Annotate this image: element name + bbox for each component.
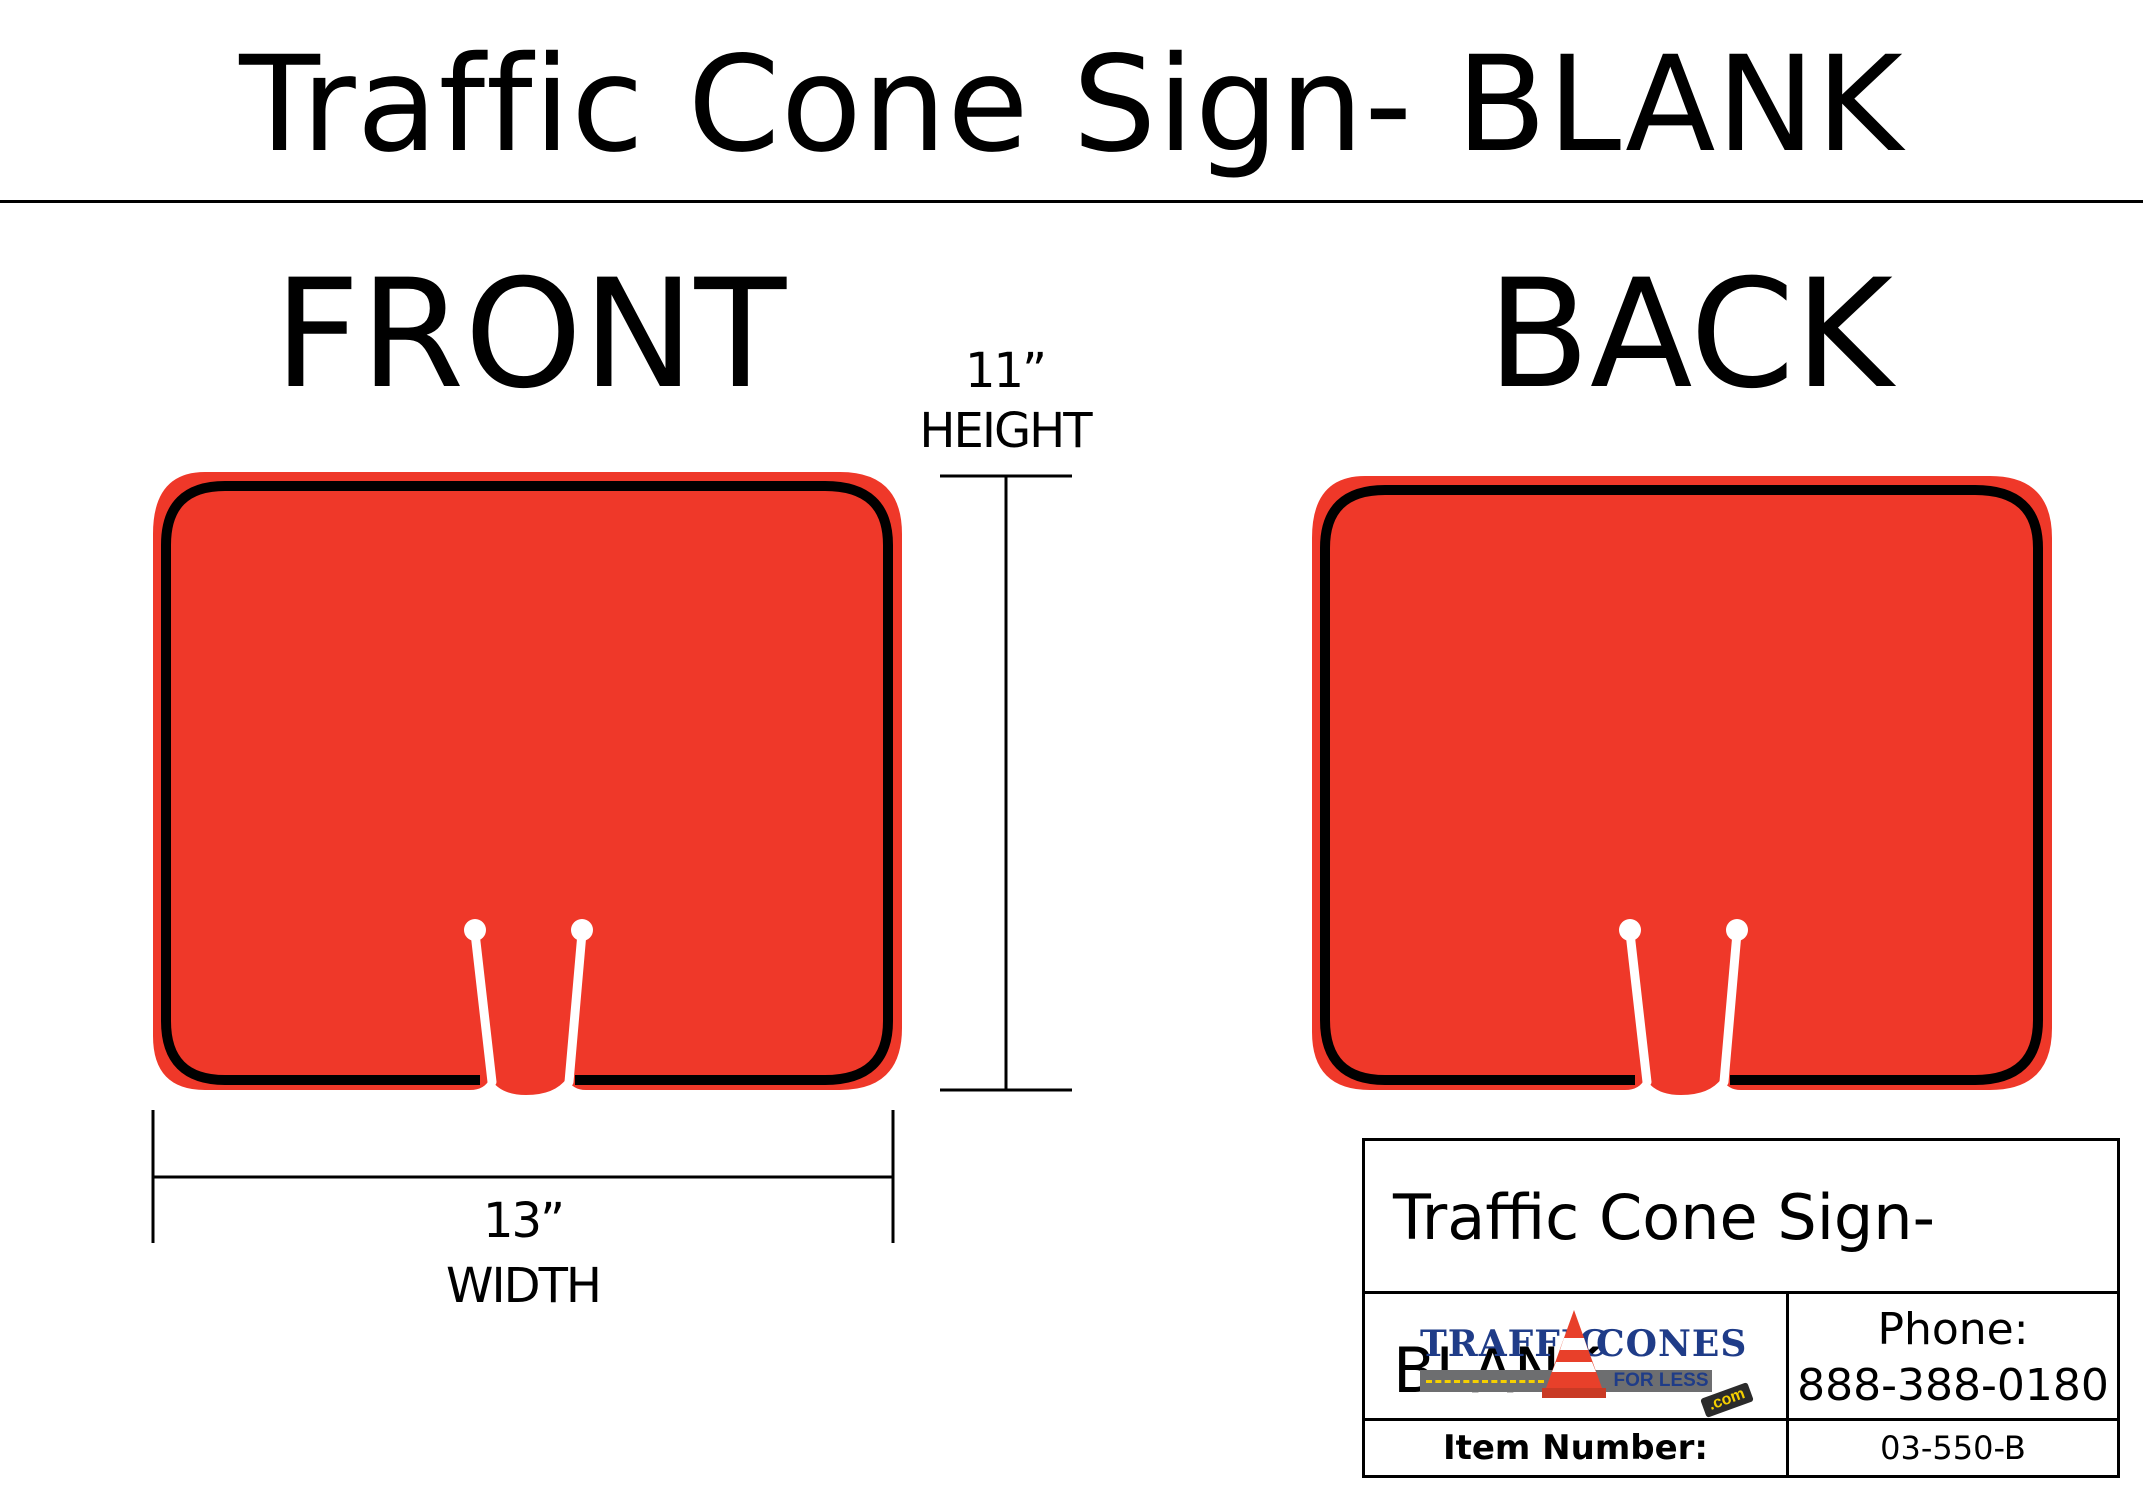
height-dimension-line (940, 474, 1072, 1092)
title-block: Traffic Cone Sign- BLANK TRAFFIC CONES F… (1362, 1138, 2120, 1478)
page-title: Traffic Cone Sign- BLANK (239, 28, 1904, 182)
logo-road-line (1426, 1380, 1544, 1383)
width-value: 13” (483, 1193, 565, 1249)
company-logo: TRAFFIC CONES FOR LESS .com (1420, 1308, 1754, 1418)
width-label: WIDTH (446, 1258, 602, 1314)
back-cone-slot-left (1625, 928, 1652, 1087)
front-label: FRONT (273, 248, 787, 422)
phone-cell: Phone: 888-388-0180 (1789, 1294, 2117, 1421)
height-value: 11” (965, 343, 1047, 399)
front-slot-hole-right (571, 919, 593, 941)
logo-cell: TRAFFIC CONES FOR LESS .com (1365, 1294, 1789, 1421)
front-cone-slot-left (470, 928, 497, 1087)
front-sign-inner-border (161, 481, 893, 1085)
traffic-cone-icon (1542, 1310, 1606, 1398)
back-label: BACK (1487, 248, 1893, 422)
back-sign (1312, 476, 2052, 1095)
title-block-title: Traffic Cone Sign- BLANK (1365, 1141, 2117, 1407)
front-sign-body (153, 472, 902, 1095)
logo-word-cones: CONES (1596, 1323, 1748, 1365)
height-label: HEIGHT (919, 403, 1092, 459)
back-cone-slot-right (1719, 928, 1742, 1087)
back-slot-hole-right (1726, 919, 1748, 941)
back-slot-hole-left (1619, 919, 1641, 941)
back-sign-inner-border (1320, 485, 2043, 1085)
item-number-value: 03-550-B (1880, 1429, 2026, 1467)
front-slot-hole-left (464, 919, 486, 941)
logo-tagline: FOR LESS (1613, 1370, 1709, 1391)
width-dimension-line (151, 1110, 895, 1243)
front-cone-slot-right (564, 928, 587, 1087)
title-divider (0, 200, 2143, 203)
phone-label: Phone: (1877, 1304, 2029, 1355)
front-sign (153, 472, 902, 1095)
item-number-label: Item Number: (1365, 1421, 1789, 1475)
back-sign-body (1312, 476, 2052, 1095)
phone-number: 888-388-0180 (1797, 1360, 2109, 1411)
